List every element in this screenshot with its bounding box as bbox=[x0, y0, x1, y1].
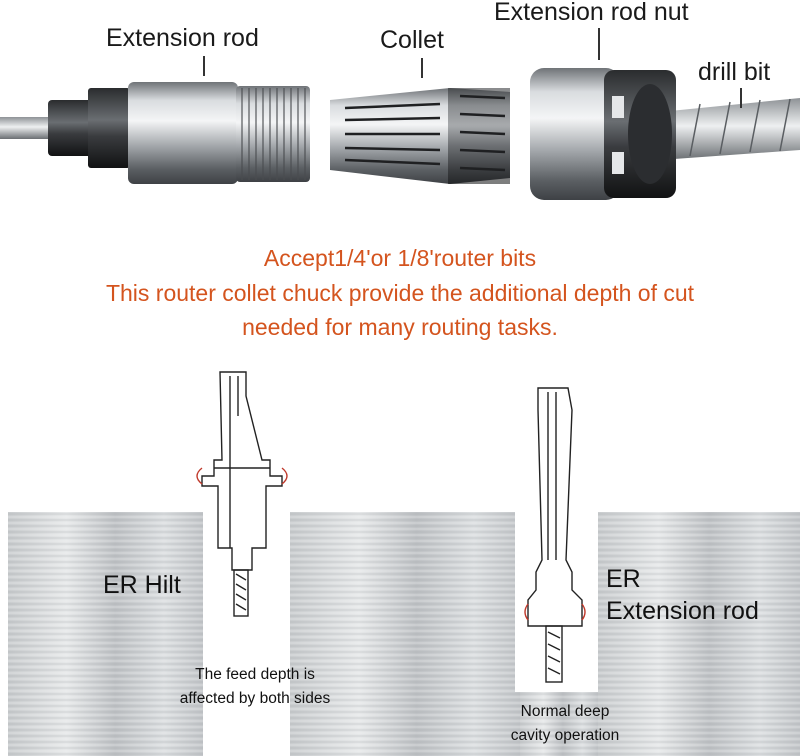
label-collet: Collet bbox=[380, 26, 444, 54]
leader-nut bbox=[598, 28, 600, 60]
er-hilt-drawing bbox=[196, 371, 288, 617]
caption-er-extension-line-1: Normal deep bbox=[520, 703, 610, 720]
cavity-left bbox=[203, 512, 290, 640]
caption-er-extension: Normal deep cavity operation bbox=[480, 700, 650, 748]
caption-er-hilt-line-2: affected by both sides bbox=[179, 690, 331, 707]
caption-er-hilt: The feed depth is affected by both sides bbox=[150, 663, 360, 711]
nut-image bbox=[530, 68, 800, 200]
headline-line-3: needed for many routing tasks. bbox=[242, 314, 558, 340]
label-extension-rod-nut: Extension rod nut bbox=[494, 0, 689, 26]
label-er-hilt: ER Hilt bbox=[103, 571, 181, 599]
label-drill-bit: drill bit bbox=[698, 58, 771, 86]
headline-line-2: This router collet chuck provide the add… bbox=[105, 280, 695, 306]
label-er-extension-line-1: ER bbox=[606, 565, 641, 593]
headline-line-1: Accept1/4'or 1/8'router bits bbox=[263, 245, 537, 271]
workpiece-left bbox=[8, 512, 520, 756]
label-er-extension-line-2: Extension rod bbox=[606, 597, 759, 625]
leader-collet bbox=[421, 58, 423, 78]
extension-rod-image bbox=[0, 82, 310, 184]
leader-extension-rod bbox=[203, 56, 205, 76]
collet-image bbox=[330, 88, 510, 184]
er-extension-drawing bbox=[524, 387, 586, 683]
caption-er-hilt-line-1: The feed depth is bbox=[195, 666, 315, 683]
caption-er-extension-line-2: cavity operation bbox=[510, 727, 620, 744]
label-extension-rod: Extension rod bbox=[106, 24, 259, 52]
leader-drill-bit bbox=[740, 88, 742, 108]
